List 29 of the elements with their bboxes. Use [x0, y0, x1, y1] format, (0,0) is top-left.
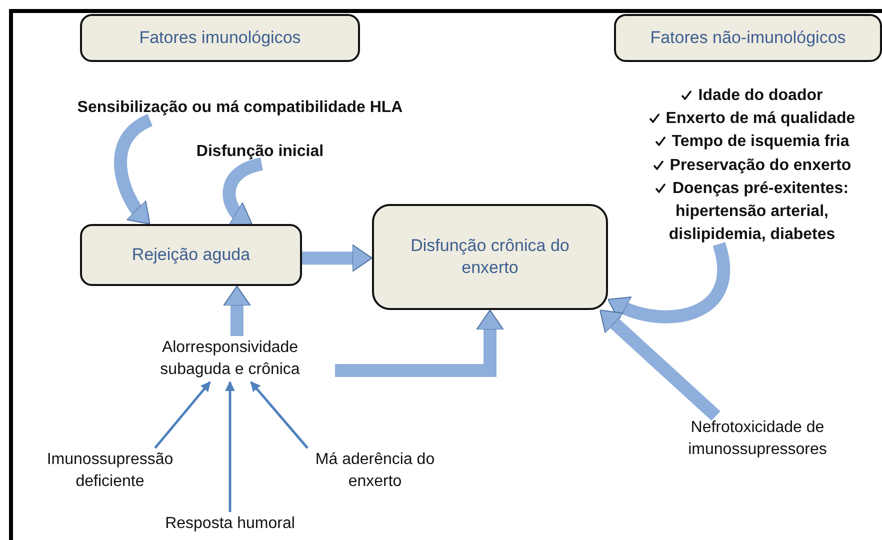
rounded-box: [80, 224, 302, 286]
arrow: [225, 381, 235, 512]
checklist-item: Tempo de isquemia fria: [672, 133, 850, 150]
rounded-box: [614, 14, 882, 62]
factor-label: Disfunção inicial: [196, 142, 324, 162]
checklist-item: Enxerto de má qualidade: [666, 110, 856, 128]
factor-label: Má aderência do enxerto: [314, 450, 436, 492]
arrow: [154, 381, 212, 449]
arrow: [250, 381, 308, 449]
box-label: Fatores não-imunológicos: [650, 26, 846, 49]
factor-label: Alorresponsividade subaguda e crônica: [159, 338, 301, 380]
checklist-item: Idade do doador: [698, 87, 823, 104]
checklist-item: Preservação do enxerto: [670, 156, 852, 174]
factor-label: Nefrotoxicidade de imunossupressores: [687, 418, 828, 460]
rounded-box: [372, 204, 608, 310]
rounded-box: [80, 14, 360, 62]
factor-label: Sensibilização ou má compatibilidade HLA: [77, 98, 403, 118]
box-label: Fatores imunológicos: [139, 26, 301, 49]
block-arrow: [335, 310, 504, 377]
box-label: Rejeição aguda: [132, 244, 250, 266]
block-arrow: [222, 158, 264, 226]
checklist-item: Doenças pré-exitentes: hipertensão arterial, dislipidemia, diabetes: [668, 180, 849, 244]
block-arrow: [223, 286, 251, 336]
block-arrow: [600, 310, 720, 421]
block-arrow: [114, 114, 154, 226]
box-label: Disfunção crônica do enxerto: [410, 234, 570, 279]
block-arrow: [302, 244, 372, 272]
factor-label: Resposta humoral: [165, 514, 295, 534]
factor-label: Imunossupressão deficiente: [46, 450, 174, 492]
